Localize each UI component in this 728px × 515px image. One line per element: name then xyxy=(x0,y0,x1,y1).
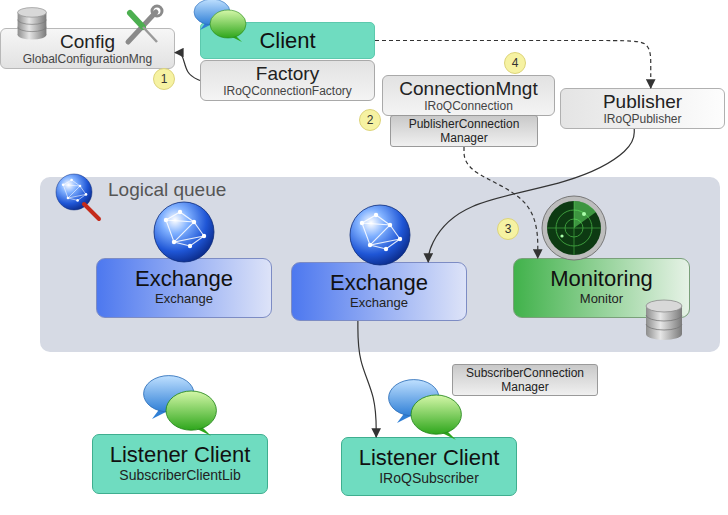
node-title: Listener Client xyxy=(346,445,512,470)
callout-number: 1 xyxy=(153,68,175,90)
connector-arrow xyxy=(428,129,634,262)
node-title: Factory xyxy=(205,63,370,84)
tools-icon xyxy=(128,6,162,42)
publisher-box: PublisherIRoQPublisher xyxy=(560,88,725,129)
listener-bubbles-icon xyxy=(389,380,462,440)
listener-bubbles-icon xyxy=(144,376,217,436)
client-box: Client xyxy=(200,22,375,59)
listener-box: Listener ClientSubscriberClientLib xyxy=(92,434,268,494)
client-bubbles-icon xyxy=(194,0,246,42)
listener-box: Listener ClientIRoQSubscriber xyxy=(341,437,517,496)
config-database-icon xyxy=(18,8,47,40)
node-subtitle: IRoQSubscriber xyxy=(346,470,512,487)
callout-number: 4 xyxy=(504,52,526,74)
node-subtitle: SubscriberClientLib xyxy=(97,467,263,484)
node-subtitle: Exchange xyxy=(296,295,462,311)
connector-arrow xyxy=(175,53,200,81)
callout-number: 3 xyxy=(497,218,519,240)
manager-box: PublisherConnection Manager xyxy=(390,115,538,147)
node-title: Logical queue xyxy=(108,179,720,201)
callout-number: 2 xyxy=(359,109,381,131)
node-title: Monitoring xyxy=(518,266,685,291)
node-title: ConnectionMngt xyxy=(387,78,550,99)
node-title: Exchange xyxy=(101,266,267,291)
exchange-globe-icon xyxy=(350,205,410,265)
connector-arrow xyxy=(464,147,538,258)
node-title: PublisherConnection Manager xyxy=(395,117,533,145)
monitor-database-icon xyxy=(646,300,682,340)
node-title: Listener Client xyxy=(97,442,263,467)
exchange-box: ExchangeExchange xyxy=(291,262,467,321)
node-subtitle: IRoQConnectionFactory xyxy=(205,84,370,98)
node-title: SubscriberConnection Manager xyxy=(457,366,593,394)
node-subtitle: Exchange xyxy=(101,291,267,307)
config-box: ConfigGlobalConfigurationMng xyxy=(0,28,175,69)
node-subtitle: Monitor xyxy=(518,291,685,307)
radar-icon xyxy=(542,196,606,260)
connector-arrow xyxy=(375,41,651,89)
logical-queue-icon xyxy=(56,174,99,219)
node-title: Client xyxy=(206,28,369,53)
node-title: Exchange xyxy=(296,270,462,295)
node-subtitle: IRoQConnection xyxy=(387,99,550,113)
connection-box: ConnectionMngtIRoQConnection xyxy=(382,75,555,116)
node-subtitle: GlobalConfigurationMng xyxy=(5,52,170,66)
factory-box: FactoryIRoQConnectionFactory xyxy=(200,60,375,101)
node-title: Config xyxy=(5,31,170,52)
node-subtitle: IRoQPublisher xyxy=(565,112,720,126)
manager-box: SubscriberConnection Manager xyxy=(452,364,598,396)
connector-arrow xyxy=(358,321,376,437)
exchange-box: ExchangeExchange xyxy=(96,258,272,318)
exchange-globe-icon xyxy=(154,202,214,262)
node-title: Publisher xyxy=(565,91,720,112)
